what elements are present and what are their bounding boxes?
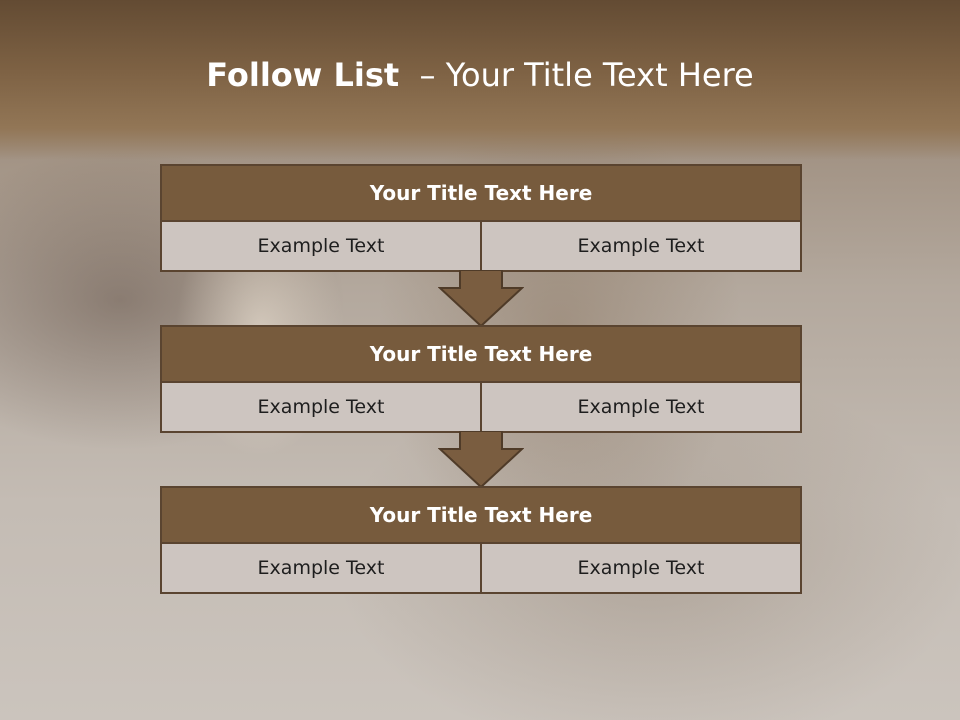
step-cell-right: Example Text xyxy=(480,544,800,592)
step-block-1: Your Title Text Here Example Text Exampl… xyxy=(160,164,802,272)
step-title: Your Title Text Here xyxy=(160,486,802,544)
header-band xyxy=(0,0,960,160)
slide-title-rest: – Your Title Text Here xyxy=(419,56,754,94)
step-row: Example Text Example Text xyxy=(160,383,802,433)
step-row: Example Text Example Text xyxy=(160,544,802,594)
step-cell-left: Example Text xyxy=(162,383,480,431)
step-cell-right: Example Text xyxy=(480,222,800,270)
slide-title-bold: Follow List xyxy=(206,56,400,94)
down-arrow-icon xyxy=(438,270,524,328)
step-row: Example Text Example Text xyxy=(160,222,802,272)
down-arrow-icon xyxy=(438,431,524,489)
step-block-2: Your Title Text Here Example Text Exampl… xyxy=(160,325,802,433)
step-cell-left: Example Text xyxy=(162,222,480,270)
step-block-3: Your Title Text Here Example Text Exampl… xyxy=(160,486,802,594)
slide-title: Follow List – Your Title Text Here xyxy=(0,52,960,98)
step-title: Your Title Text Here xyxy=(160,164,802,222)
step-cell-right: Example Text xyxy=(480,383,800,431)
step-cell-left: Example Text xyxy=(162,544,480,592)
step-title: Your Title Text Here xyxy=(160,325,802,383)
